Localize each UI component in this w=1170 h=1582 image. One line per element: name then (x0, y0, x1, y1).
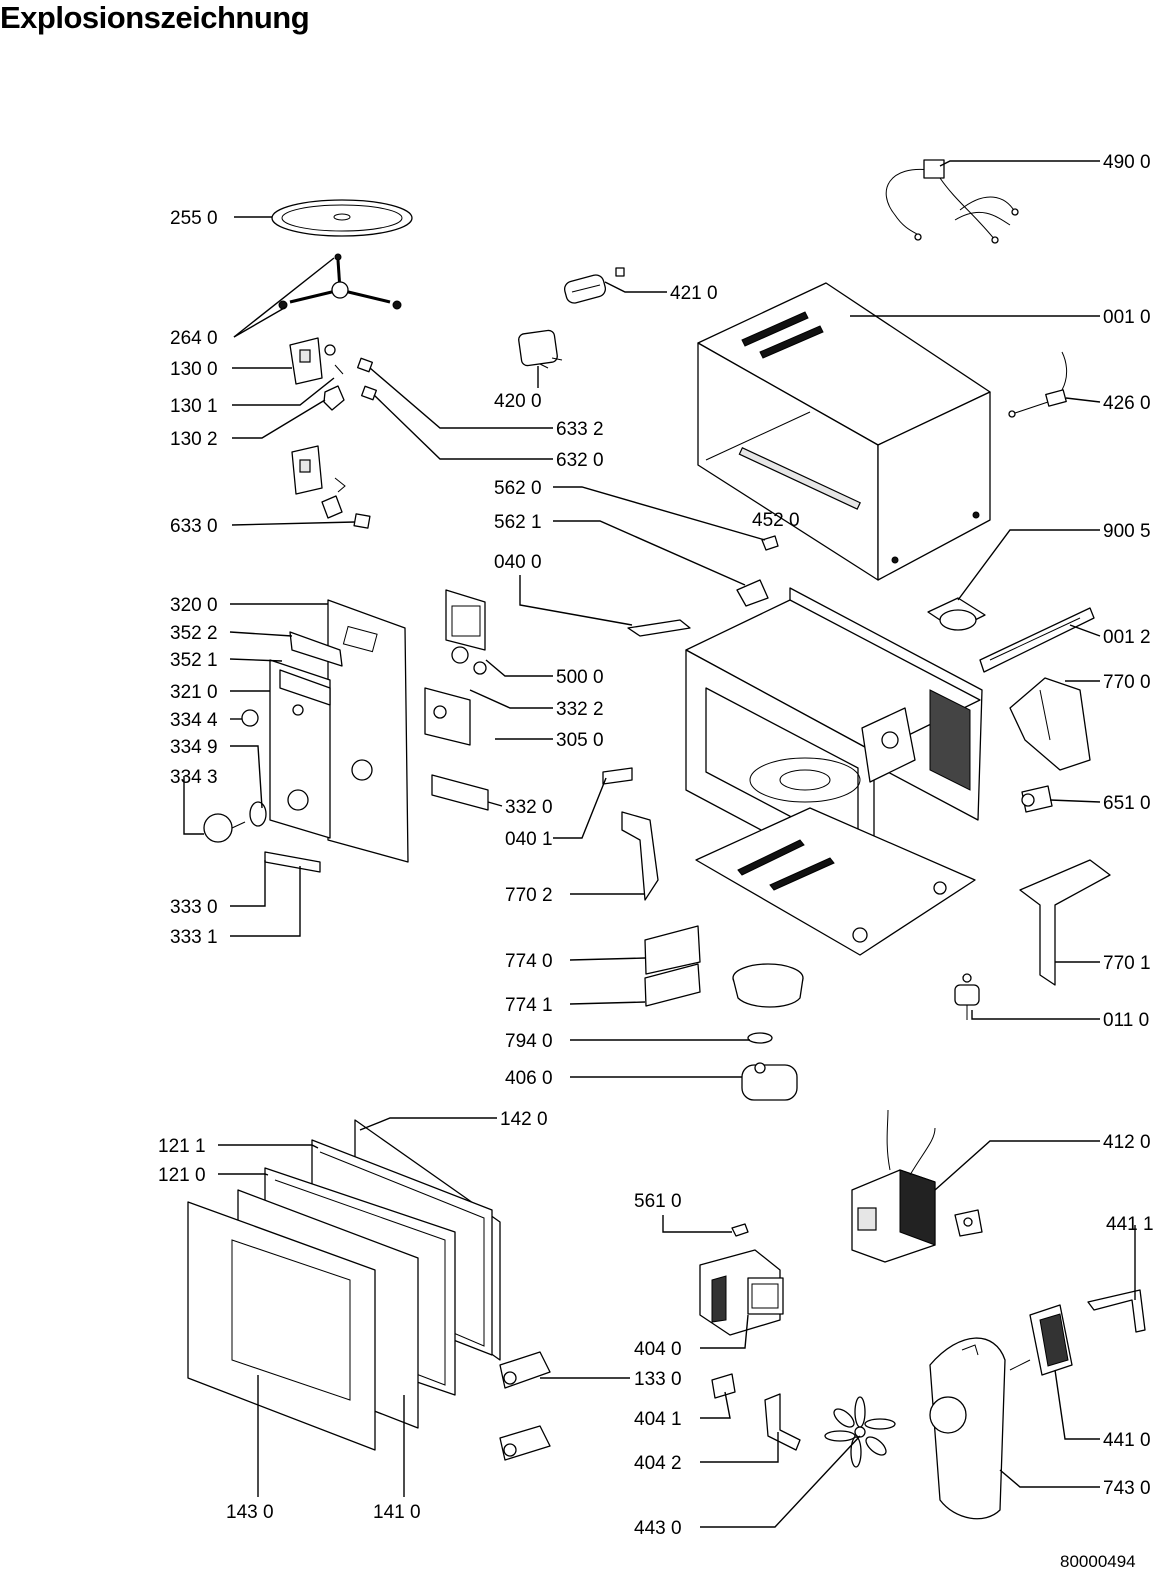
label-770-0: 770 0 (1103, 672, 1151, 693)
label-320-0: 320 0 (170, 595, 218, 616)
fan-blade-drawing (824, 1396, 896, 1468)
mica-plates-drawing (644, 925, 701, 1007)
label-130-2: 130 2 (170, 429, 218, 450)
label-561-0: 561 0 (634, 1191, 682, 1212)
label-633-2: 633 2 (556, 419, 604, 440)
magnetron-brackets-drawing (711, 1373, 801, 1451)
label-334-9: 334 9 (170, 737, 218, 758)
label-011-0: 011 0 (1103, 1010, 1149, 1031)
door-assembly-drawing (187, 1119, 551, 1461)
label-334-4: 334 4 (170, 710, 218, 731)
label-426-0: 426 0 (1103, 393, 1151, 414)
label-443-0: 443 0 (634, 1518, 682, 1539)
hv-diode-drawing (563, 267, 625, 304)
label-441-0: 441 0 (1103, 1430, 1151, 1451)
label-305-0: 305 0 (556, 730, 604, 751)
hv-capacitor-drawing (518, 329, 563, 369)
label-130-0: 130 0 (170, 359, 218, 380)
part-drawings (187, 159, 1146, 1520)
wiring-harness-drawing (885, 159, 1019, 244)
turntable-plate-drawing (271, 199, 413, 237)
label-321-0: 321 0 (170, 682, 218, 703)
thermostat-drawing (954, 973, 980, 1020)
bracket-770-1-drawing (1019, 859, 1111, 986)
label-404-0: 404 0 (634, 1339, 682, 1360)
label-352-1: 352 1 (170, 650, 218, 671)
lamp-holder-drawing (1021, 785, 1053, 813)
label-255-0: 255 0 (170, 208, 218, 229)
label-333-0: 333 0 (170, 897, 218, 918)
label-900-5: 900 5 (1103, 521, 1151, 542)
label-333-1: 333 1 (170, 927, 218, 948)
label-001-2: 001 2 (1103, 627, 1151, 648)
label-142-0: 142 0 (500, 1109, 548, 1130)
label-334-3: 334 3 (170, 767, 218, 788)
label-412-0: 412 0 (1103, 1132, 1151, 1153)
label-352-2: 352 2 (170, 623, 218, 644)
label-121-1: 121 1 (158, 1136, 206, 1157)
oven-cavity-drawing (685, 587, 983, 956)
label-143-0: 143 0 (226, 1502, 274, 1523)
door-lever-drawing (264, 851, 321, 873)
fan-motor-drawing (1009, 1289, 1146, 1376)
label-141-0: 141 0 (373, 1502, 421, 1523)
label-770-1: 770 1 (1103, 953, 1151, 974)
label-420-0: 420 0 (494, 391, 542, 412)
label-264-0: 264 0 (170, 328, 218, 349)
part-number-labels: 255 0 264 0 130 0 130 1 130 2 633 0 633 … (158, 152, 1154, 1539)
label-743-0: 743 0 (1103, 1478, 1151, 1499)
thermal-sensor-drawing (1008, 351, 1068, 418)
label-332-2: 332 2 (556, 699, 604, 720)
label-452-0: 452 0 (752, 510, 800, 531)
fan-cover-drawing (929, 1337, 1006, 1520)
label-404-2: 404 2 (634, 1453, 682, 1474)
page-title: Explosionszeichnung (0, 0, 310, 35)
label-040-1: 040 1 (505, 829, 553, 850)
label-332-0: 332 0 (505, 797, 553, 818)
turntable-motor-drawing (732, 963, 804, 1101)
label-001-0: 001 0 (1103, 307, 1151, 328)
clips-drawing (353, 357, 377, 529)
label-121-0: 121 0 (158, 1165, 206, 1186)
outer-casing-drawing (697, 282, 991, 581)
magnetron-drawing (699, 1223, 784, 1336)
control-panel-drawing (203, 599, 409, 863)
label-774-0: 774 0 (505, 951, 553, 972)
label-441-1: 441 1 (1106, 1214, 1154, 1235)
label-562-1: 562 1 (494, 512, 542, 533)
label-633-0: 633 0 (170, 516, 218, 537)
label-632-0: 632 0 (556, 450, 604, 471)
switch-assembly-drawing (289, 337, 346, 519)
latch-parts-drawing (736, 535, 779, 607)
bracket-040-drawing (627, 619, 691, 637)
air-duct-drawing (1009, 677, 1091, 771)
document-number: 80000494 (1060, 1552, 1136, 1571)
label-500-0: 500 0 (556, 667, 604, 688)
small-brackets-drawing (602, 767, 659, 901)
fan-mount-drawing (927, 597, 986, 631)
label-421-0: 421 0 (670, 283, 718, 304)
label-404-1: 404 1 (634, 1409, 682, 1430)
label-770-2: 770 2 (505, 885, 553, 906)
label-133-0: 133 0 (634, 1369, 682, 1390)
leader-lines (183, 160, 1136, 1528)
control-board-drawing (424, 589, 489, 811)
label-490-0: 490 0 (1103, 152, 1151, 173)
label-130-1: 130 1 (170, 396, 218, 417)
label-794-0: 794 0 (505, 1031, 553, 1052)
label-562-0: 562 0 (494, 478, 542, 499)
label-774-1: 774 1 (505, 995, 553, 1016)
roller-support-drawing (278, 253, 402, 310)
label-040-0: 040 0 (494, 552, 542, 573)
heater-rod-drawing (738, 447, 861, 510)
label-406-0: 406 0 (505, 1068, 553, 1089)
rail-drawing (979, 607, 1095, 673)
label-651-0: 651 0 (1103, 793, 1151, 814)
transformer-drawing (851, 1109, 983, 1263)
